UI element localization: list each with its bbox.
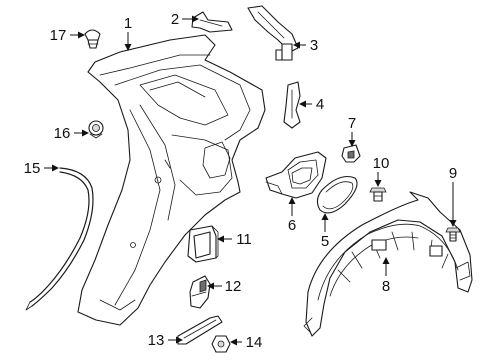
callout-6: 6 xyxy=(288,217,296,234)
callout-13: 13 xyxy=(148,332,165,349)
leader-lines xyxy=(44,15,457,346)
callout-14: 14 xyxy=(246,334,263,351)
push-clip-fastener xyxy=(84,29,101,49)
side-bracket xyxy=(283,81,301,129)
quarter-panel xyxy=(77,34,266,326)
callout-9: 9 xyxy=(449,165,457,182)
callout-2: 2 xyxy=(171,11,179,28)
grommet xyxy=(88,120,104,139)
upper-bracket xyxy=(191,11,233,33)
callout-12: 12 xyxy=(225,278,242,295)
weatherstrip-seal xyxy=(25,167,94,311)
lower-trim-strip xyxy=(177,315,223,345)
callout-10: 10 xyxy=(373,155,390,172)
fuel-filler-housing xyxy=(265,151,327,199)
callout-15: 15 xyxy=(24,160,41,177)
callout-8: 8 xyxy=(382,278,390,295)
fastener-clip xyxy=(369,187,387,202)
callout-numbers: 1 2 3 4 5 6 7 8 9 10 11 12 13 14 15 16 1… xyxy=(24,11,458,351)
push-pin xyxy=(445,227,461,242)
hex-nut xyxy=(211,335,231,353)
pillar-reinforcement xyxy=(247,5,299,61)
callout-5: 5 xyxy=(321,233,329,250)
clip-bracket xyxy=(341,144,361,163)
callout-1: 1 xyxy=(124,15,132,32)
callout-16: 16 xyxy=(54,125,71,142)
callout-7: 7 xyxy=(348,115,356,132)
fuel-door xyxy=(316,175,358,214)
callout-17: 17 xyxy=(50,27,67,44)
wheelhouse-liner xyxy=(303,191,473,337)
callout-4: 4 xyxy=(316,96,324,113)
block-bracket xyxy=(187,225,219,263)
small-bracket xyxy=(189,275,211,309)
callout-11: 11 xyxy=(236,231,252,248)
callout-3: 3 xyxy=(310,37,318,54)
